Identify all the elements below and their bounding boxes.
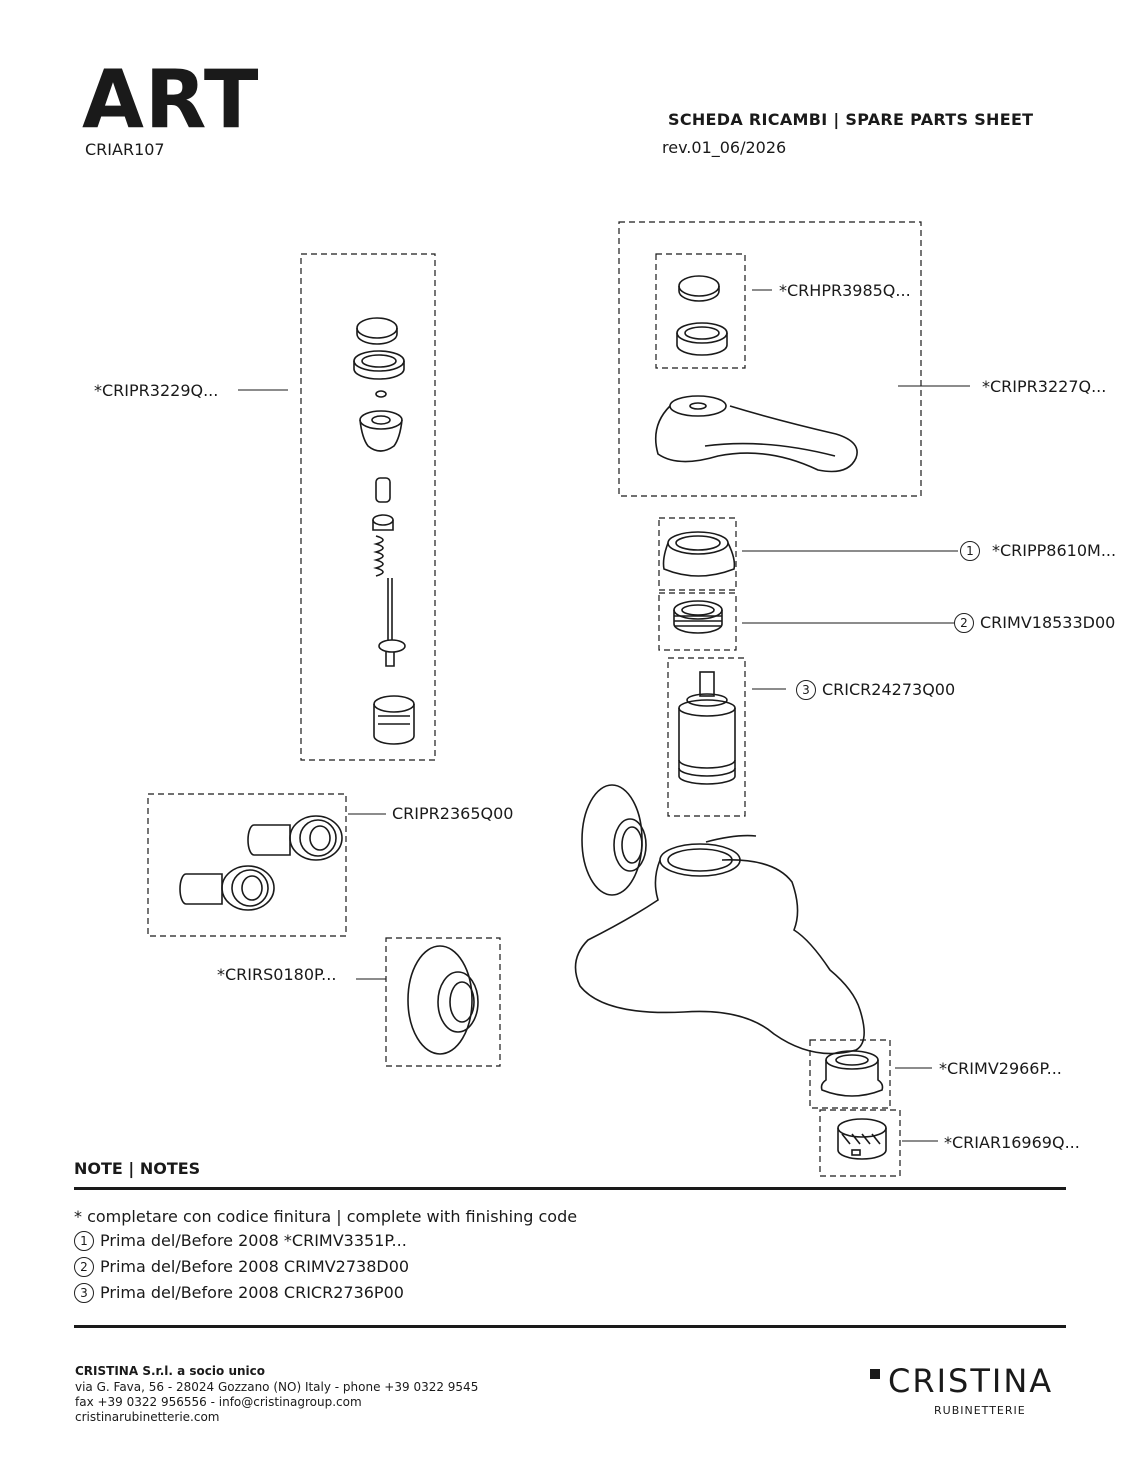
- group-box-part3: [667, 657, 746, 817]
- label-part1-code: *CRIPP8610M...: [992, 541, 1117, 560]
- notes-divider-bottom: [74, 1325, 1066, 1328]
- aerator-part: [837, 1118, 887, 1160]
- label-aerator: *CRIAR16969Q...: [944, 1133, 1080, 1152]
- separate-rosette: [407, 945, 479, 1055]
- notes-divider-top: [74, 1187, 1066, 1190]
- wall-rosette: [581, 784, 647, 896]
- group-box-rosette: [385, 937, 501, 1067]
- eccentric-connectors: [179, 815, 343, 911]
- label-part3-code: CRICR24273Q00: [822, 680, 956, 699]
- label-part3: 3 CRICR24273Q00: [796, 680, 955, 700]
- left-cartridge-parts: [353, 317, 415, 745]
- label-part2: 2 CRIMV18533D00: [954, 613, 1115, 633]
- brand-square-icon: [870, 1369, 880, 1379]
- label-rosette: *CRIRS0180P...: [217, 965, 337, 984]
- brand-logo: CRISTINA: [888, 1362, 1054, 1400]
- note-3-text: Prima del/Before 2008 CRICR2736P00: [100, 1283, 404, 1302]
- part1-bonnet: [662, 531, 736, 577]
- note-marker-1: 1: [74, 1231, 94, 1251]
- label-spout-ring: *CRIMV2966P...: [939, 1059, 1062, 1078]
- company-name: CRISTINA S.r.l. a socio unico: [75, 1364, 265, 1378]
- group-box-left-cartridge: [300, 253, 436, 761]
- group-box-spout-ring: [809, 1039, 891, 1109]
- company-address: via G. Fava, 56 - 28024 Gozzano (NO) Ita…: [75, 1380, 479, 1394]
- note-1: 1 Prima del/Before 2008 *CRIMV3351P...: [74, 1231, 407, 1251]
- label-connectors: CRIPR2365Q00: [392, 804, 514, 823]
- website-link[interactable]: cristinarubinetterie.com: [75, 1410, 220, 1424]
- product-code: CRIAR107: [85, 140, 165, 159]
- company-contact: fax +39 0322 956556 - info@cristinagroup…: [75, 1395, 362, 1409]
- group-box-part2: [658, 592, 737, 651]
- label-left-group: *CRIPR3229Q...: [94, 381, 219, 400]
- label-part1: 1 *CRIPP8610M...: [960, 541, 1116, 561]
- note-marker-2: 2: [74, 1257, 94, 1277]
- note-finishing: * completare con codice finitura | compl…: [74, 1207, 578, 1226]
- note-2: 2 Prima del/Before 2008 CRIMV2738D00: [74, 1257, 409, 1277]
- notes-heading: NOTE | NOTES: [74, 1159, 201, 1178]
- label-part2-code: CRIMV18533D00: [980, 613, 1116, 632]
- note-3: 3 Prima del/Before 2008 CRICR2736P00: [74, 1283, 404, 1303]
- cap-set-parts: [676, 275, 728, 356]
- brand-subtitle: RUBINETTERIE: [934, 1404, 1026, 1417]
- marker-1: 1: [960, 541, 980, 561]
- note-1-text: Prima del/Before 2008 *CRIMV3351P...: [100, 1231, 407, 1250]
- group-box-part1: [658, 517, 737, 591]
- group-box-aerator: [819, 1109, 901, 1177]
- lever-handle: [654, 395, 858, 473]
- marker-2: 2: [954, 613, 974, 633]
- label-cap-set: *CRHPR3985Q...: [779, 281, 911, 300]
- spout-ring-part: [820, 1050, 884, 1097]
- group-box-handle: [618, 221, 922, 497]
- group-boxes: [147, 221, 922, 1177]
- marker-3: 3: [796, 680, 816, 700]
- product-name: ART: [82, 53, 260, 146]
- sheet-title: SCHEDA RICAMBI | SPARE PARTS SHEET: [668, 110, 1034, 129]
- tap-body: [574, 834, 865, 1055]
- label-handle-group: *CRIPR3227Q...: [982, 377, 1107, 396]
- note-marker-3: 3: [74, 1283, 94, 1303]
- note-2-text: Prima del/Before 2008 CRIMV2738D00: [100, 1257, 410, 1276]
- part3-cartridge: [678, 671, 736, 785]
- leader-lines: [238, 289, 970, 1142]
- group-box-cap-set: [655, 253, 746, 369]
- revision: rev.01_06/2026: [662, 138, 787, 157]
- part2-nut: [673, 600, 723, 634]
